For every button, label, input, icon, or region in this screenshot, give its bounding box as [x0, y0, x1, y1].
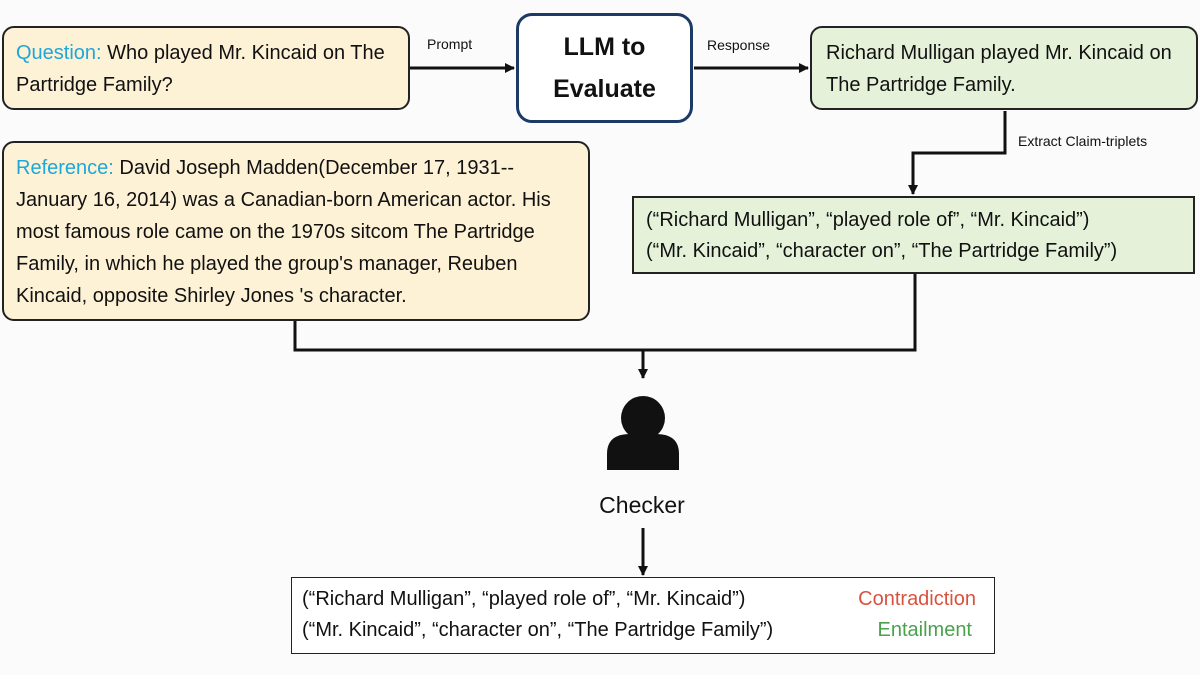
person-icon: [607, 396, 679, 470]
triplet-2: (“Mr. Kincaid”, “character on”, “The Par…: [646, 240, 1118, 262]
reference-text: David Joseph Madden(December 17, 1931--J…: [16, 157, 551, 307]
reference-box: Reference: David Joseph Madden(December …: [2, 141, 590, 321]
llm-title-line2: Evaluate: [553, 75, 656, 103]
result-row: (“Mr. Kincaid”, “character on”, “The Par…: [302, 615, 984, 646]
llm-title-line1: LLM to: [563, 33, 646, 61]
llm-box: LLM to Evaluate: [516, 13, 693, 123]
checker-label: Checker: [599, 492, 685, 518]
response-box: Richard Mulligan played Mr. Kincaid on T…: [810, 26, 1198, 110]
response-edge-label: Response: [707, 37, 771, 53]
reference-label: Reference:: [16, 157, 114, 179]
claim-triplets-box: (“Richard Mulligan”, “played role of”, “…: [632, 196, 1195, 274]
extract-edge-label: Extract Claim-triplets: [1018, 133, 1148, 149]
prompt-edge-label: Prompt: [427, 36, 473, 52]
response-text: Richard Mulligan played Mr. Kincaid on T…: [826, 42, 1172, 96]
result-row: (“Richard Mulligan”, “played role of”, “…: [302, 584, 984, 615]
question-label: Question:: [16, 42, 102, 64]
question-text: Who played Mr. Kincaid on The Partridge …: [16, 42, 385, 96]
extract-arrow: [908, 111, 1007, 195]
triplets-to-checker-line: [643, 274, 917, 352]
triplet-1: (“Richard Mulligan”, “played role of”, “…: [646, 209, 1090, 231]
question-box: Question: Who played Mr. Kincaid on The …: [2, 26, 410, 110]
result-triplet-1: (“Richard Mulligan”, “played role of”, “…: [302, 588, 746, 610]
result-triplet-2: (“Mr. Kincaid”, “character on”, “The Par…: [302, 619, 774, 641]
reference-to-checker-line: [293, 321, 643, 352]
verdict-contradiction: Contradiction: [858, 588, 976, 610]
results-box: (“Richard Mulligan”, “played role of”, “…: [291, 577, 995, 654]
verdict-entailment: Entailment: [877, 619, 973, 641]
